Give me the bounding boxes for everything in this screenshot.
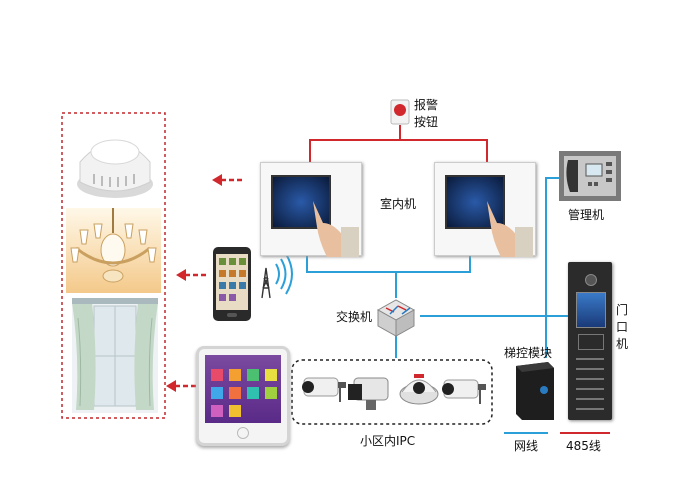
door-station-card-reader	[578, 334, 604, 350]
door-unit-label: 门 口 机	[616, 303, 629, 351]
alarm-button-icon	[390, 99, 410, 125]
ipc-dashed-frame	[291, 359, 493, 425]
elevator-module-icon	[516, 362, 554, 420]
smartphone-icon	[213, 247, 251, 321]
arrow-icon	[176, 269, 206, 281]
alarm-button-label: 报警 按钮	[414, 98, 439, 129]
tablet-screen	[205, 355, 281, 423]
door-station-keypad	[576, 354, 604, 410]
arrow-icon	[212, 174, 242, 186]
management-unit-label: 管理机	[568, 208, 605, 222]
curtain-icon	[72, 298, 158, 410]
community-ipc-label: 小区内IPC	[360, 434, 416, 448]
tablet-home-button	[237, 427, 249, 439]
ip-camera-icon	[399, 374, 439, 405]
door-station-screen	[576, 292, 606, 328]
legend-network-label: 网线	[514, 439, 539, 453]
alarm-line	[309, 125, 401, 162]
elevator-module-label: 梯控模块	[504, 346, 553, 360]
hand-icon	[487, 201, 533, 257]
indoor-unit-right	[434, 162, 536, 257]
smoke-detector-icon	[77, 139, 153, 198]
ip-camera-icon	[302, 377, 346, 402]
network-line	[306, 255, 471, 273]
chandelier-panel	[66, 208, 161, 293]
curtain-panel	[72, 298, 158, 413]
indoor-unit-label: 室内机	[380, 197, 417, 211]
network-line	[545, 177, 560, 316]
switch-label: 交换机	[336, 310, 373, 324]
door-station-icon	[568, 262, 612, 420]
wifi-tower-icon	[261, 254, 293, 299]
ip-camera-icon	[442, 379, 486, 404]
door-station-camera	[585, 274, 597, 286]
hand-icon	[313, 201, 359, 257]
tablet-icon	[196, 346, 290, 446]
network-switch-icon	[376, 299, 416, 337]
legend-485-label: 485线	[566, 439, 601, 453]
ip-camera-icon	[348, 377, 389, 410]
chandelier-icon	[70, 208, 157, 283]
arrow-icon	[166, 380, 196, 392]
alarm-line	[400, 139, 488, 162]
management-phone-icon	[559, 151, 621, 201]
indoor-unit-left	[260, 162, 362, 257]
